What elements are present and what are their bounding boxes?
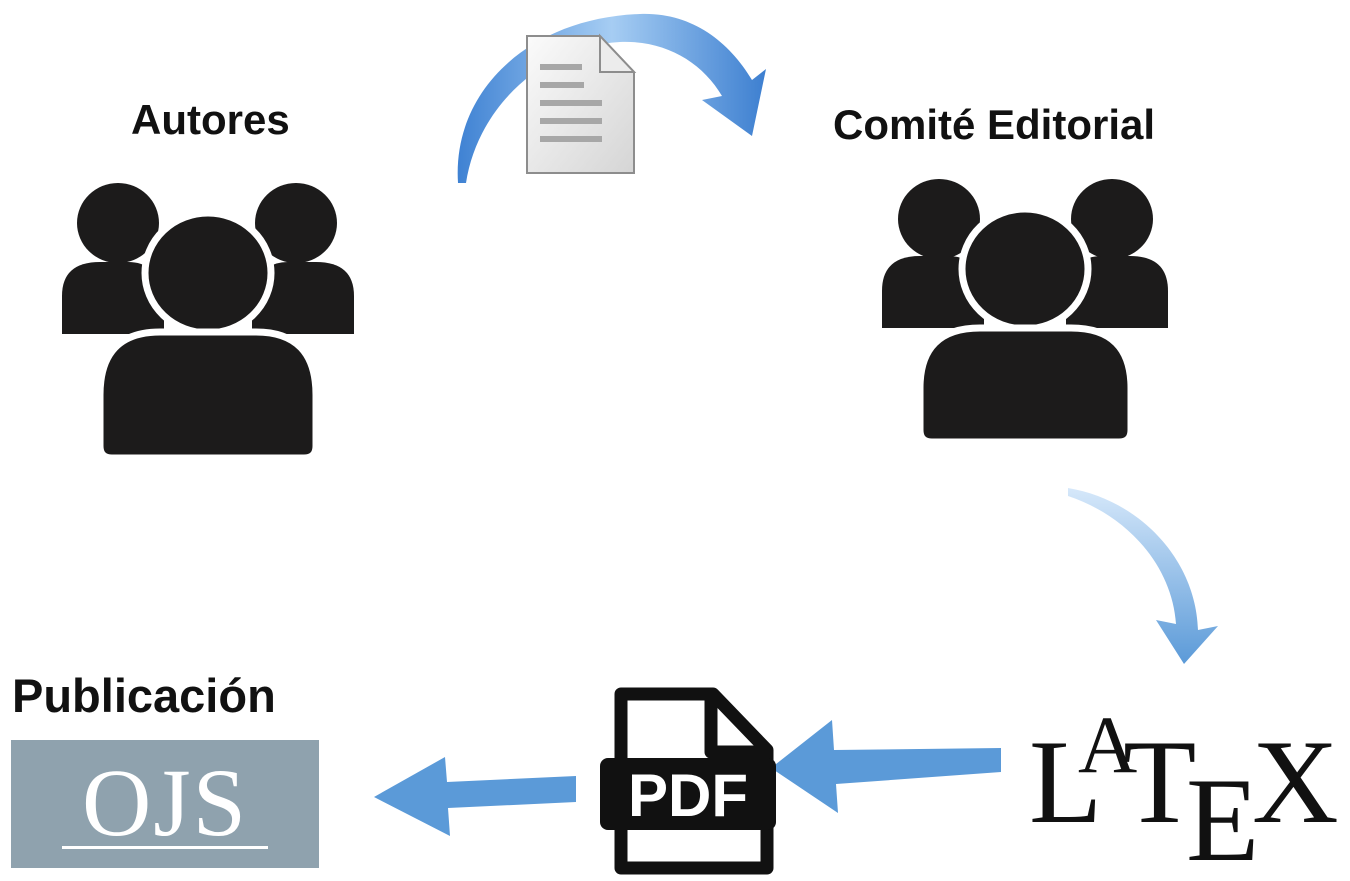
arrow-pdf-to-ojs	[374, 757, 576, 836]
editorial-people-icon	[882, 179, 1168, 446]
latex-logo: L A T E X	[1029, 699, 1339, 881]
arrow-latex-to-pdf	[771, 720, 1001, 813]
publication-label: Publicación	[12, 669, 276, 722]
svg-text:L: L	[1029, 715, 1102, 848]
authors-label: Autores	[131, 96, 290, 143]
ojs-logo: OJS	[11, 740, 319, 868]
editorial-committee-label: Comité Editorial	[833, 101, 1156, 148]
curved-arrow-editorial-to-latex	[1068, 488, 1218, 664]
authors-people-icon	[62, 183, 354, 462]
ojs-logo-text: OJS	[82, 749, 248, 856]
svg-text:E: E	[1186, 753, 1259, 881]
svg-text:A: A	[1078, 699, 1137, 790]
pdf-file-icon: PDF	[600, 687, 776, 875]
document-icon	[526, 33, 637, 174]
svg-text:T: T	[1123, 715, 1196, 848]
svg-text:X: X	[1252, 715, 1339, 848]
pdf-logo-text: PDF	[628, 762, 748, 829]
